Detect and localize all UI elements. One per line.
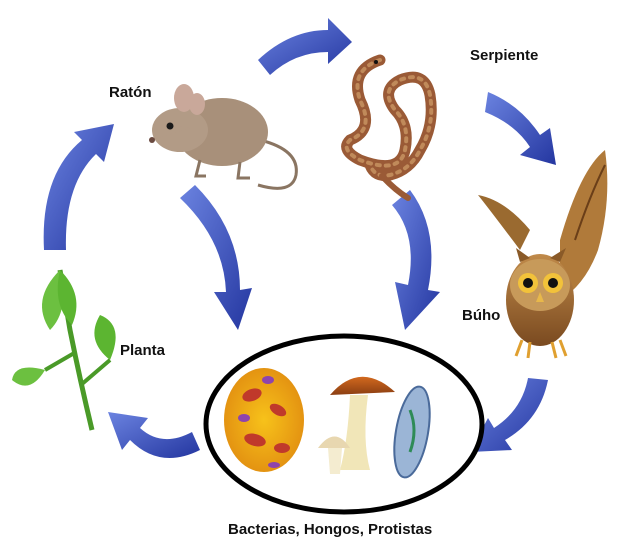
plant-icon: [12, 270, 116, 430]
arrow-descomponedores-to-planta: [108, 412, 200, 458]
decomposers-icon: [206, 336, 482, 512]
label-planta: Planta: [120, 342, 165, 359]
bacteria-icon: [224, 368, 304, 472]
arrow-serpiente-to-buho: [485, 92, 556, 165]
owl-icon: [478, 150, 607, 358]
label-buho: Búho: [462, 307, 500, 324]
label-raton: Ratón: [109, 84, 152, 101]
mouse-icon: [149, 84, 296, 188]
arrow-serpiente-to-descomponedores: [392, 190, 440, 330]
snake-icon: [347, 60, 432, 198]
arrow-raton-to-descomponedores: [180, 185, 252, 330]
label-serpiente: Serpiente: [470, 47, 538, 64]
label-descomponedores: Bacterias, Hongos, Protistas: [228, 521, 432, 538]
arrow-raton-to-serpiente: [258, 18, 352, 75]
arrow-planta-to-raton: [44, 124, 114, 250]
